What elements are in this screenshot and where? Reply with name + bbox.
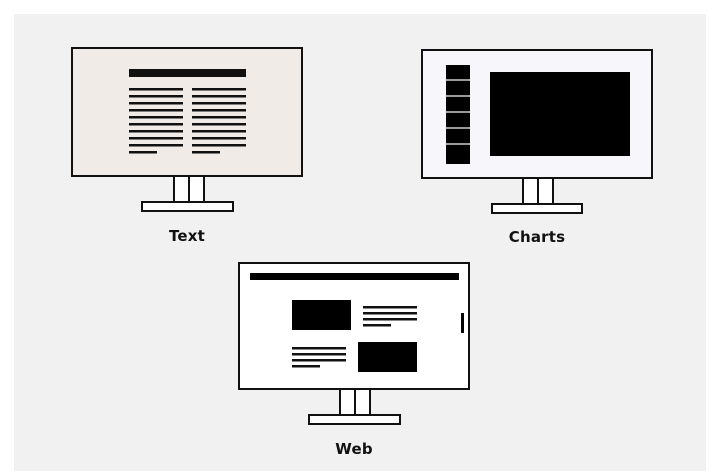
web-monitor [238,262,470,425]
web-monitor-screen [238,262,470,390]
web-monitor-label: Web [335,440,373,458]
charts-sidebar-dividers [446,79,470,145]
text-heading-bar [129,69,246,77]
charts-sidebar [446,65,470,164]
charts-main-block [490,72,630,156]
web-image-block-2 [358,342,417,372]
charts-monitor [421,49,653,214]
charts-monitor-stand [491,177,583,214]
charts-monitor-label: Charts [508,228,566,246]
text-monitor [71,47,303,212]
web-text-lines-right [363,306,417,327]
text-monitor-label: Text [168,227,206,245]
web-image-block [292,300,351,330]
web-scrollbar [461,313,464,333]
web-text-lines-left [292,347,346,368]
web-monitor-stand [308,388,401,425]
text-monitor-screen [71,47,303,177]
web-header-bar [250,273,459,280]
text-document-lines [129,69,246,154]
text-monitor-stand [141,175,234,212]
